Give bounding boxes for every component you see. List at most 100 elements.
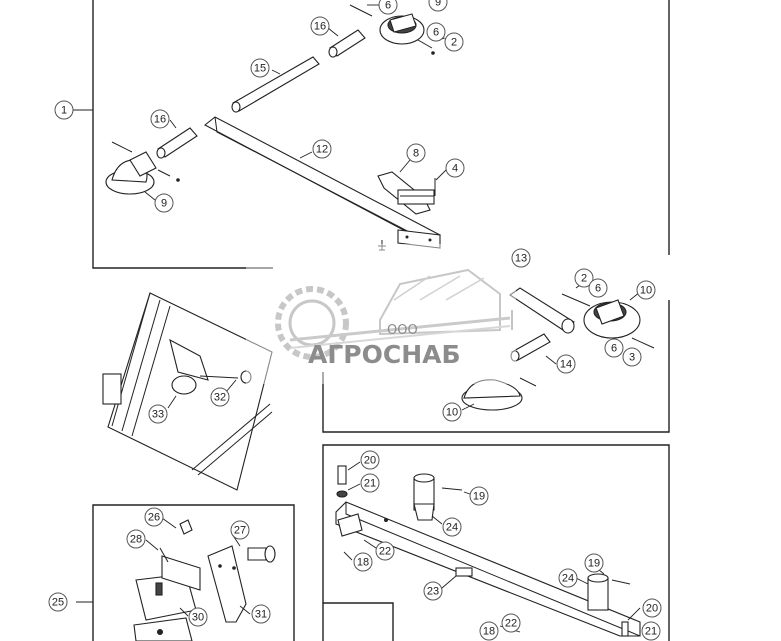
callout-circle (353, 552, 373, 572)
callout-label: 10 (640, 285, 652, 297)
plate-31 (207, 545, 247, 623)
callout-circle (250, 58, 270, 78)
callout-label: 21 (645, 626, 657, 638)
callout-label: 33 (152, 409, 164, 421)
callout-p1: 1 (54, 100, 74, 120)
callout-circle (251, 604, 271, 624)
callout-label: 19 (473, 491, 485, 503)
callout-circle (310, 16, 330, 36)
callout-label: 32 (214, 392, 226, 404)
callout-circle (126, 529, 146, 549)
watermark-prefix: ООО (387, 323, 418, 338)
callout-label: 31 (255, 609, 267, 621)
callout-label: 6 (595, 283, 601, 295)
callout-circle (469, 486, 489, 506)
callout-label: 22 (379, 546, 391, 558)
callout-circle (426, 22, 446, 42)
callout-circle (154, 193, 174, 213)
callout-p18a: 18 (353, 552, 373, 572)
callout-circle (148, 404, 168, 424)
latch-8 (377, 171, 436, 215)
callout-p4: 4 (445, 158, 465, 178)
callout-label: 14 (560, 359, 572, 371)
callout-label: 24 (562, 573, 574, 585)
callout-label: 18 (483, 626, 495, 638)
frame-top (92, 0, 670, 269)
suction-cup-9-left (105, 141, 180, 195)
callout-label: 6 (611, 343, 617, 355)
callout-label: 30 (192, 612, 204, 624)
callout-p20a: 20 (360, 450, 380, 470)
watermark-company: АГРОСНАБ (308, 340, 461, 369)
callout-p6c: 6 (588, 278, 608, 298)
callout-p31: 31 (251, 604, 271, 624)
callout-circle (428, 0, 448, 12)
tube-16-left (156, 127, 198, 159)
callout-label: 23 (427, 586, 439, 598)
callout-circle (511, 248, 531, 268)
callout-circle (501, 613, 521, 633)
callout-p19b: 19 (584, 553, 604, 573)
callout-p21b: 21 (641, 621, 661, 641)
clamp-24-left (413, 473, 435, 521)
callout-p26: 26 (144, 507, 164, 527)
crossbar-end-13 (509, 287, 575, 334)
rail-23 (335, 501, 641, 637)
callout-label: 16 (154, 114, 166, 126)
crossbar-12 (204, 116, 441, 251)
callout-label: 21 (364, 478, 376, 490)
frame-right-mid (322, 300, 670, 433)
callout-label: 20 (364, 455, 376, 467)
callout-label: 4 (452, 163, 458, 175)
callout-p19a: 19 (469, 486, 489, 506)
callout-p20b: 20 (642, 598, 662, 618)
callout-p18b: 18 (479, 621, 499, 641)
callout-p32: 32 (210, 387, 230, 407)
callout-p25: 25 (48, 592, 68, 612)
callout-circle (360, 450, 380, 470)
callout-p2a: 2 (444, 32, 464, 52)
callout-p16a: 16 (310, 16, 330, 36)
callout-circle (54, 100, 74, 120)
callout-label: 3 (629, 352, 635, 364)
suction-cup-10-right (561, 293, 655, 349)
callout-circle (48, 592, 68, 612)
callout-circle (641, 621, 661, 641)
callout-label: 13 (515, 253, 527, 265)
suction-cup-10-bottom (461, 377, 537, 411)
callout-circle (574, 268, 594, 288)
callout-p6a: 6 (378, 0, 398, 15)
callout-p2b: 2 (574, 268, 594, 288)
callout-label: 2 (451, 37, 457, 49)
callout-p3: 3 (622, 347, 642, 367)
callout-p15: 15 (250, 58, 270, 78)
callout-p6d: 6 (604, 338, 624, 358)
callout-circle (636, 280, 656, 300)
callout-p33: 33 (148, 404, 168, 424)
callout-p30: 30 (188, 607, 208, 627)
callout-label: 8 (413, 148, 419, 160)
callout-label: 27 (234, 525, 246, 537)
callout-label: 9 (161, 198, 167, 210)
callout-label: 16 (314, 21, 326, 33)
callout-label: 2 (581, 273, 587, 285)
leader-lines (68, 4, 641, 633)
callout-label: 1 (61, 105, 67, 117)
callout-p9b: 9 (154, 193, 174, 213)
callout-circle (312, 139, 332, 159)
callout-p14: 14 (556, 354, 576, 374)
frame-bottom-right (322, 444, 670, 641)
callout-p27: 27 (230, 520, 250, 540)
callout-p9a: 9 (428, 0, 448, 12)
callout-label: 6 (385, 0, 391, 12)
callout-p10b: 10 (442, 402, 462, 422)
callout-circle (622, 347, 642, 367)
callout-label: 22 (505, 618, 517, 630)
callout-p21a: 21 (360, 473, 380, 493)
callout-circle (423, 581, 443, 601)
callout-label: 10 (446, 407, 458, 419)
callout-label: 28 (130, 534, 142, 546)
callout-label: 19 (588, 558, 600, 570)
callout-circle (445, 158, 465, 178)
